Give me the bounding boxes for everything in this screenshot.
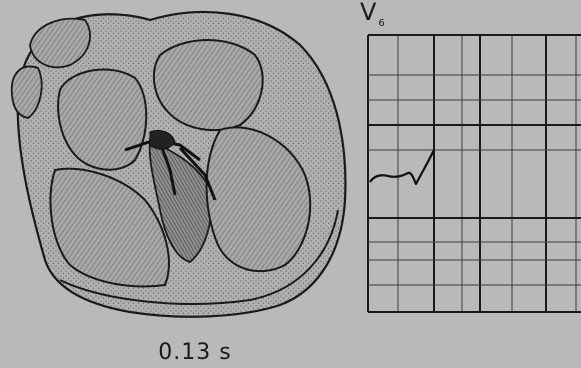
time-caption: 0.13 s <box>145 340 245 366</box>
ecg-grid-panel <box>350 0 581 330</box>
heart-cross-section-illustration <box>0 0 360 345</box>
ecg-trace <box>370 150 434 184</box>
ecg-grid <box>368 35 581 312</box>
